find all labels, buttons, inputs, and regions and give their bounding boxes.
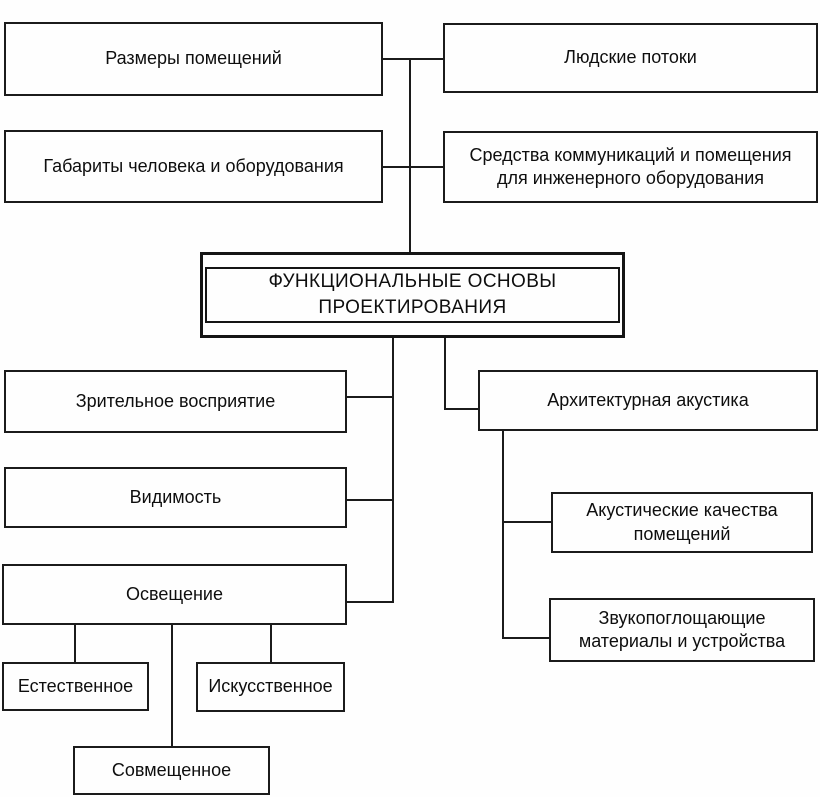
node-communications: Средства коммуникаций и помещения для ин… xyxy=(443,131,818,203)
node-acoustic-qualities: Акустические качества помещений xyxy=(551,492,813,553)
node-lighting-label: Освещение xyxy=(126,583,223,604)
node-communications-label: Средства коммуникаций и помещения для ин… xyxy=(469,144,792,188)
node-combined-lighting: Совмещенное xyxy=(73,746,270,795)
connector-center-top-vertical xyxy=(409,58,411,252)
connector-combined-drop xyxy=(171,625,173,746)
node-human-equipment-dimensions-label: Габариты человека и оборудования xyxy=(43,155,344,176)
node-natural-lighting-label: Естественное xyxy=(17,675,134,696)
node-sound-absorbing-label: Звукопоглощающие материалы и устройства xyxy=(578,607,786,651)
node-room-sizes: Размеры помещений xyxy=(4,22,383,96)
node-combined-lighting-label: Совмещенное xyxy=(111,759,232,780)
node-visual-perception-label: Зрительное восприятие xyxy=(75,390,276,411)
connector-visibility-stub xyxy=(347,499,393,501)
node-architectural-acoustics-label: Архитектурная акустика xyxy=(547,389,749,410)
node-acoustic-qualities-label: Акустические качества помещений xyxy=(586,500,778,544)
node-sound-absorbing: Звукопоглощающие материалы и устройства xyxy=(549,598,815,662)
node-human-flows: Людские потоки xyxy=(443,23,818,93)
node-human-equipment-dimensions: Габариты человека и оборудования xyxy=(4,130,383,203)
node-visibility-label: Видимость xyxy=(129,486,222,507)
node-architectural-acoustics: Архитектурная акустика xyxy=(478,370,818,431)
connector-natural-drop xyxy=(74,625,76,663)
node-artificial-lighting-label: Искусственное xyxy=(208,676,333,697)
node-natural-lighting: Естественное xyxy=(2,662,149,711)
node-visibility: Видимость xyxy=(4,467,347,528)
connector-acoustics-children-vertical xyxy=(502,431,504,639)
connector-row2-horizontal xyxy=(383,166,443,168)
connector-row1-horizontal xyxy=(383,58,443,60)
connector-left-branch-vertical xyxy=(392,338,394,603)
node-functional-basics-inner-frame: ФУНКЦИОНАЛЬНЫЕ ОСНОВЫ ПРОЕКТИРОВАНИЯ xyxy=(205,267,620,323)
connector-acoustic-qualities-stub xyxy=(502,521,552,523)
node-artificial-lighting: Искусственное xyxy=(196,662,345,712)
node-human-flows-label: Людские потоки xyxy=(564,47,697,68)
connector-acoustics-stub xyxy=(444,408,479,410)
node-functional-basics-label: ФУНКЦИОНАЛЬНЫЕ ОСНОВЫ ПРОЕКТИРОВАНИЯ xyxy=(268,271,557,318)
node-room-sizes-label: Размеры помещений xyxy=(105,48,282,69)
connector-artificial-drop xyxy=(270,625,272,663)
node-lighting: Освещение xyxy=(2,564,347,625)
connector-lighting-stub xyxy=(347,601,393,603)
connector-right-branch-vertical xyxy=(444,338,446,410)
node-functional-basics: ФУНКЦИОНАЛЬНЫЕ ОСНОВЫ ПРОЕКТИРОВАНИЯ xyxy=(200,252,625,338)
connector-sound-absorbing-stub xyxy=(502,637,550,639)
connector-visual-perception-stub xyxy=(347,396,393,398)
node-visual-perception: Зрительное восприятие xyxy=(4,370,347,433)
